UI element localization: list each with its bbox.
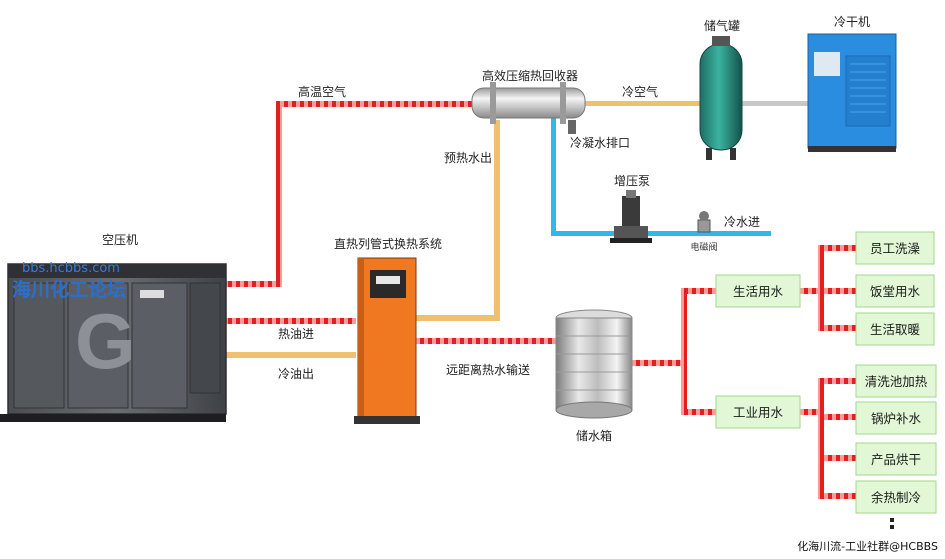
refrigerated-dryer [807,33,897,152]
use-label: 员工洗澡 [870,241,921,256]
use-box [855,274,935,308]
distribution-pipes [632,245,856,499]
preheat-water-pipe [415,120,500,321]
cold-air-pipe [585,101,810,106]
long-distance-transfer-label: 远距离热水输送 [446,362,530,377]
continuation-marks [890,518,894,529]
cold-water-in-label: 冷水进 [724,215,760,229]
domestic-water-label: 生活用水 [733,284,784,299]
high-temp-air-label: 高温空气 [298,84,346,99]
use-label: 清洗池加热 [865,374,928,389]
stainless-water-tank [555,309,633,419]
exchanger-system-label: 直热列管式换热系统 [334,236,442,251]
water-tank-label: 储水箱 [576,428,612,443]
cold-air-label: 冷空气 [622,84,658,99]
domestic-use-boxes: 员工洗澡 饭堂用水 生活取暖 [855,231,935,346]
use-box [855,364,937,398]
use-box [855,312,935,346]
industrial-water-label: 工业用水 [733,405,784,420]
heat-recovery-label: 高效压缩热回收器 [482,68,578,83]
use-label: 余热制冷 [871,490,921,505]
watermark-url: bbs.hcbbs.com [22,261,120,276]
solenoid-valve-label: 电磁阀 [690,241,717,253]
use-label: 产品烘干 [871,452,921,467]
heat-recovery-unit [471,82,586,134]
industrial-water-box [715,395,801,429]
use-label: 生活取暖 [870,322,921,337]
preheat-water-out-label: 预热水出 [444,151,492,165]
use-box [855,401,937,435]
air-compressor: G [0,263,227,422]
pipes [226,101,856,499]
cold-oil-out-label: 冷油出 [278,367,314,381]
use-label: 饭堂用水 [870,284,921,299]
high-temp-air-pipe [226,101,472,287]
use-label: 锅炉补水 [871,411,922,426]
hot-oil-in-label: 热油进 [278,327,314,341]
watermark: bbs.hcbbs.com 海川化工论坛 [12,261,126,301]
oil-pipes [226,318,356,358]
heat-exchanger [354,257,420,424]
hot-water-transfer-pipe [388,338,558,344]
industrial-use-boxes: 清洗池加热 锅炉补水 产品烘干 余热制冷 [855,364,937,514]
booster-pump-label: 增压泵 [614,174,650,188]
use-box [855,231,935,265]
air-tank-label: 储气罐 [704,18,740,33]
solenoid-valve [697,211,711,233]
category-boxes: 生活用水 工业用水 [715,274,801,429]
use-box [855,480,937,514]
booster-pump [610,190,652,243]
dryer-label: 冷干机 [834,15,870,29]
domestic-water-box [715,274,801,308]
labels: 空压机 高温空气 高效压缩热回收器 冷空气 储气罐 冷干机 预热水出 冷凝水排口… [102,15,870,443]
cold-water-pipe [551,118,771,236]
condensate-drain-label: 冷凝水排口 [570,135,630,150]
air-compressor-label: 空压机 [102,233,138,247]
svg-text:G: G [75,297,136,385]
watermark-name: 海川化工论坛 [12,278,126,301]
air-tank [699,36,743,160]
use-box [855,442,937,476]
credit-text: 化海川流-工业社群@HCBBS [797,539,938,553]
